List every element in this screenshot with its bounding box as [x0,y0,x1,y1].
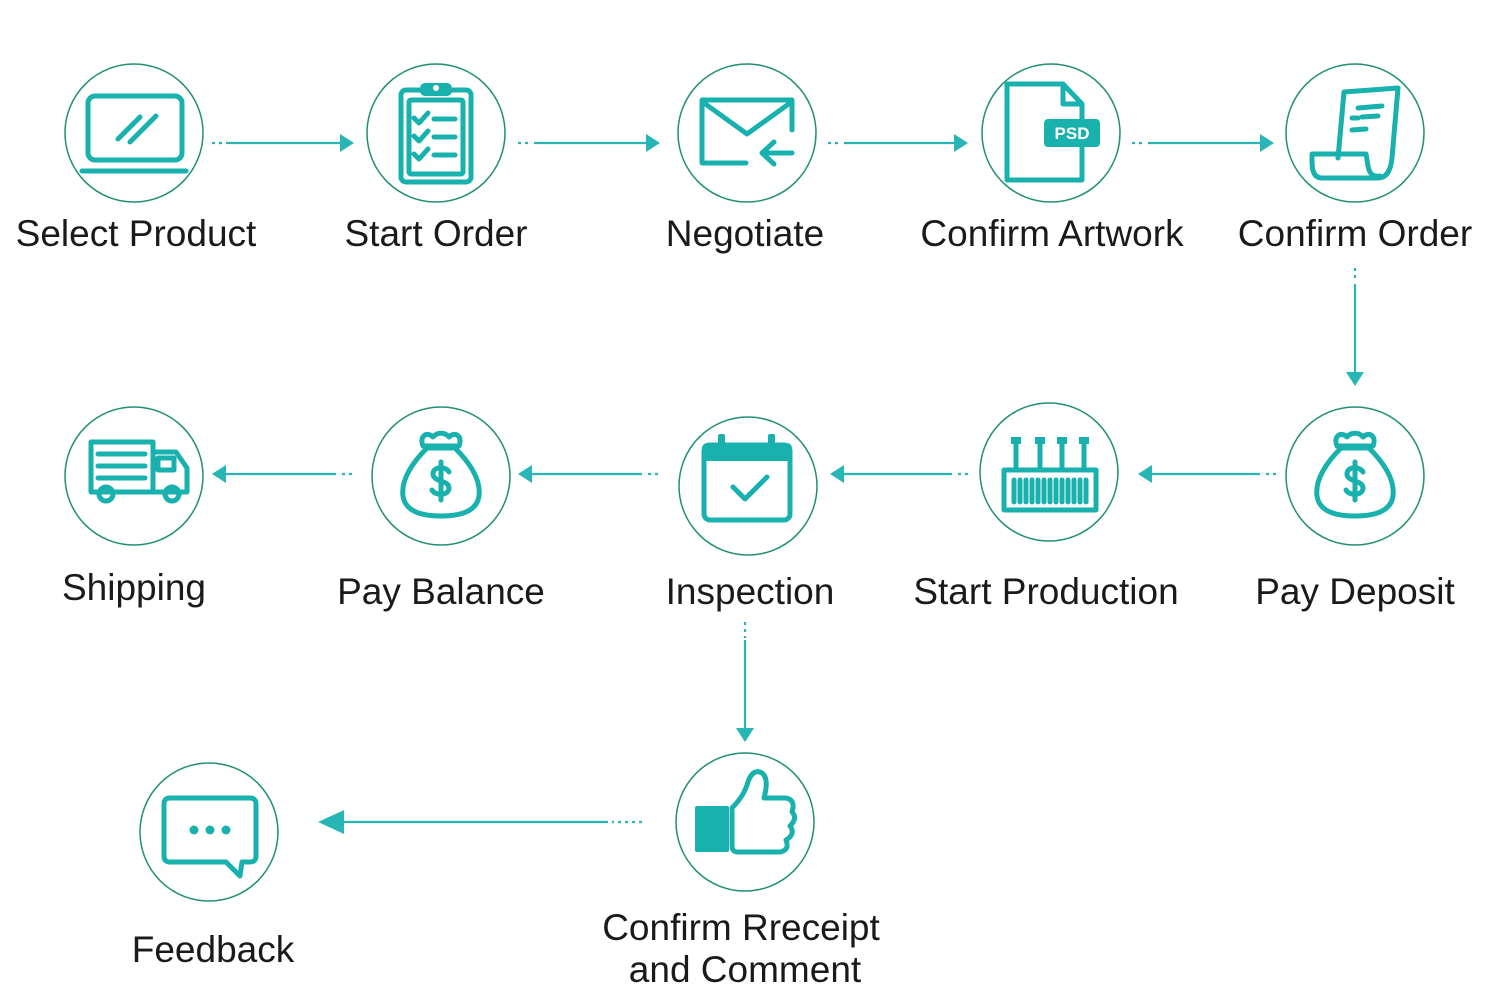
arrow-confirm-order-to-deposit [1346,268,1364,386]
step-shipping: Shipping [62,406,206,608]
step-label: Negotiate [666,213,824,254]
step-circle [678,416,818,556]
step-inspection: Inspection [666,416,835,612]
step-negotiate: Negotiate [666,63,824,254]
arrow-receipt-to-feedback [318,810,642,834]
step-select-product: Select Product [16,63,257,254]
step-label: Select Product [16,213,257,254]
arrow-inspection-to-receipt [736,622,754,742]
step-confirm-order: Confirm Order [1238,63,1472,254]
step-feedback: Feedback [132,762,295,970]
receipt-icon [1309,85,1401,181]
step-label: Start Order [345,213,528,254]
chat-bubble-icon [161,795,259,879]
step-label: Confirm Artwork [920,213,1184,254]
step-label-line1: Confirm Rreceipt [602,907,880,948]
step-label: Shipping [62,567,206,608]
arrow-select-to-start [212,134,354,152]
step-pay-balance: Pay Balance [337,406,545,612]
step-confirm-artwork: PSD Confirm Artwork [920,63,1184,254]
step-circle [1285,63,1425,203]
thumbs-up-icon [695,769,798,855]
arrow-start-to-negotiate [518,134,660,152]
step-label: Pay Deposit [1255,571,1455,612]
step-pay-deposit: Pay Deposit [1255,406,1455,612]
clipboard-checklist-icon [398,83,474,185]
step-label: Inspection [666,571,835,612]
step-label: Confirm Order [1238,213,1472,254]
step-circle [675,752,815,892]
step-label: Pay Balance [337,571,545,612]
arrow-negotiate-to-artwork [828,134,968,152]
step-label-line2: and Comment [629,949,862,990]
psd-badge: PSD [1055,124,1090,143]
calendar-check-icon [701,434,793,523]
psd-file-icon: PSD [1004,81,1100,183]
step-label: Feedback [132,929,295,970]
laptop-icon [79,93,189,174]
truck-icon [88,439,190,504]
arrow-production-to-inspection [830,465,968,483]
factory-icon [1001,437,1099,513]
arrow-deposit-to-production [1138,465,1276,483]
arrow-balance-to-shipping [212,465,352,483]
arrow-inspection-to-balance [518,465,658,483]
step-start-order: Start Order [345,63,528,254]
step-start-production: Start Production [913,402,1179,612]
arrow-artwork-to-confirm-order [1132,134,1274,152]
envelope-arrow-icon [699,97,795,167]
step-label: Start Production [913,571,1178,612]
step-confirm-receipt: Confirm Rreceipt and Comment [602,752,881,990]
